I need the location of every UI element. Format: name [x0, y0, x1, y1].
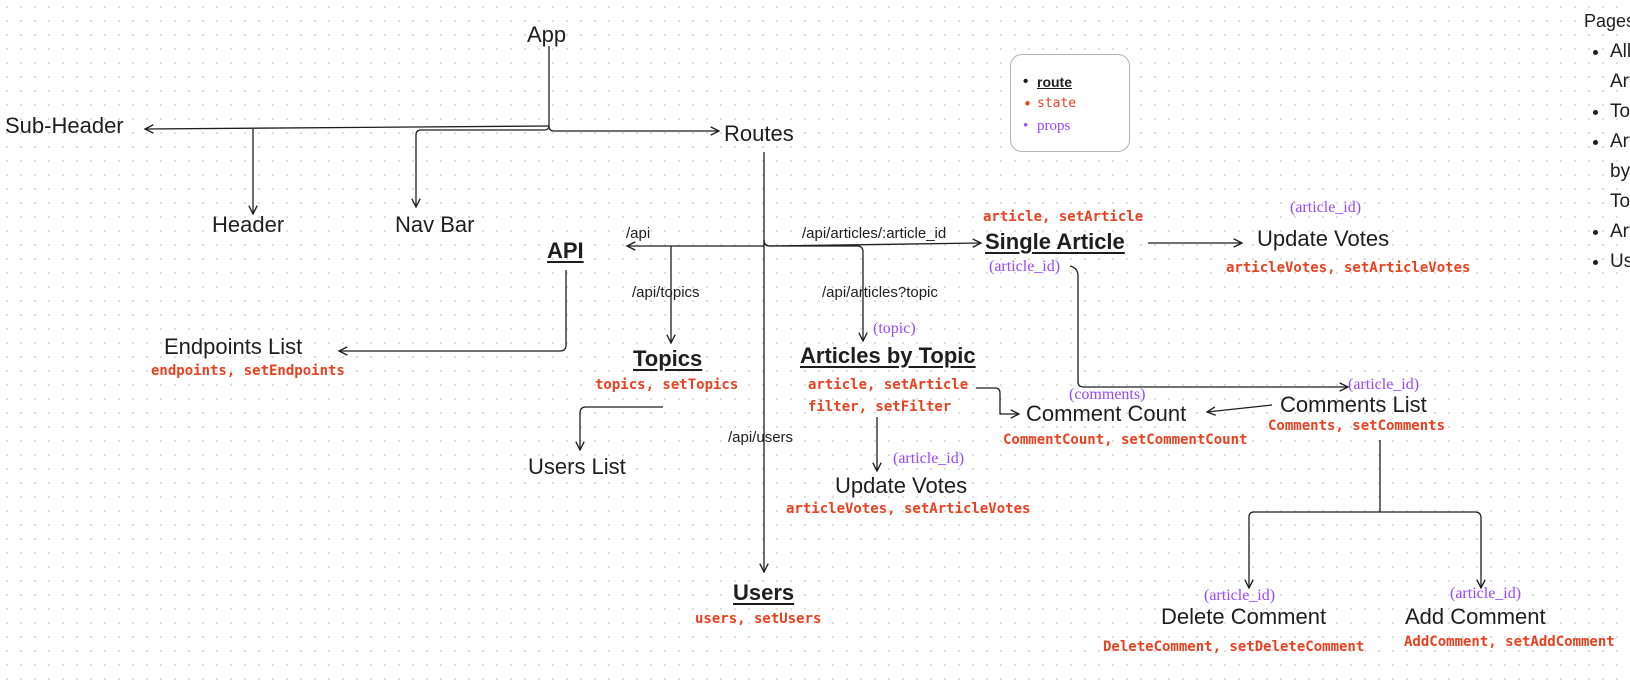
node-app: App — [527, 22, 567, 47]
node-add-comment: Add Comment — [1405, 604, 1546, 629]
props-single-article-id: (article_id) — [989, 258, 1061, 275]
node-users-list: Users List — [528, 454, 626, 479]
state-users: users, setUsers — [695, 611, 822, 627]
state-comments: Comments, setComments — [1268, 418, 1446, 434]
edge-commentslist-commentcount — [1207, 404, 1273, 412]
pages-item: All Articles — [1610, 37, 1630, 97]
state-article-topic: article, setArticle — [808, 377, 969, 393]
state-endpoints: endpoints, setEndpoints — [151, 363, 345, 379]
node-comment-count: Comment Count — [1026, 401, 1187, 426]
pages-item: Users — [1610, 247, 1630, 277]
state-delete-comment: DeleteComment, setDeleteComment — [1103, 639, 1365, 655]
edge-commentslist-delete — [1249, 511, 1380, 588]
legend-state: state — [1023, 93, 1129, 115]
state-article-votes-top: articleVotes, setArticleVotes — [1226, 260, 1471, 276]
legend-props: props — [1023, 115, 1129, 137]
props-add-comment-id: (article_id) — [1450, 585, 1522, 602]
node-delete-comment: Delete Comment — [1161, 604, 1327, 629]
state-article-single: article, setArticle — [983, 209, 1144, 225]
props-comments-list-id: (article_id) — [1348, 376, 1420, 393]
route-topics: Topics — [633, 346, 703, 371]
props-comments: (comments) — [1069, 386, 1146, 403]
node-endpoints-list: Endpoints List — [164, 334, 303, 359]
route-api: API — [547, 238, 584, 263]
edge-topics-userslist — [580, 406, 663, 450]
state-article-votes-mid: articleVotes, setArticleVotes — [786, 501, 1031, 517]
state-topics: topics, setTopics — [595, 377, 739, 393]
pages-item: Article by Topic — [1610, 127, 1630, 217]
path-api-topics: /api/topics — [632, 284, 700, 301]
pages-title: Pages — [1584, 11, 1630, 31]
path-api-article-id: /api/articles/:article_id — [802, 225, 947, 242]
pages-item: Article — [1610, 217, 1630, 247]
legend-box: route state props — [1010, 54, 1130, 152]
node-nav-bar: Nav Bar — [395, 212, 475, 237]
edge-api-endpoints — [339, 270, 567, 351]
path-api: /api — [626, 225, 651, 242]
legend-route: route — [1023, 71, 1129, 93]
props-update-votes-mid-id: (article_id) — [893, 450, 965, 467]
pages-list: Pages All Articles Topics Article by Top… — [1584, 9, 1630, 277]
path-api-users: /api/users — [728, 429, 794, 446]
state-add-comment: AddComment, setAddComment — [1404, 634, 1615, 650]
props-delete-comment-id: (article_id) — [1204, 587, 1276, 604]
route-articles-by-topic: Articles by Topic — [800, 343, 976, 368]
state-comment-count: CommentCount, setCommentCount — [1003, 432, 1248, 448]
edge-app-routes — [548, 125, 719, 131]
edge-commentslist-add — [1380, 511, 1481, 588]
route-users: Users — [733, 580, 795, 605]
edge-articles-commentcount — [976, 387, 1019, 414]
path-api-articles-topic: /api/articles?topic — [822, 284, 938, 301]
node-sub-header: Sub-Header — [5, 113, 124, 138]
node-routes: Routes — [724, 121, 794, 146]
edge-app-subheader — [145, 126, 550, 129]
node-update-votes-mid: Update Votes — [835, 473, 968, 498]
node-comments-list: Comments List — [1280, 392, 1427, 417]
route-single-article: Single Article — [985, 229, 1125, 254]
edge-routes-single-article — [763, 240, 981, 246]
pages-item: Topics — [1610, 97, 1630, 127]
props-update-votes-top-id: (article_id) — [1290, 199, 1362, 216]
edge-app-navbar — [416, 125, 550, 207]
node-update-votes-top: Update Votes — [1257, 226, 1390, 251]
edge-single-commentslist — [1069, 265, 1348, 387]
state-filter: filter, setFilter — [808, 399, 952, 415]
props-topic: (topic) — [873, 320, 916, 337]
node-header: Header — [212, 212, 285, 237]
